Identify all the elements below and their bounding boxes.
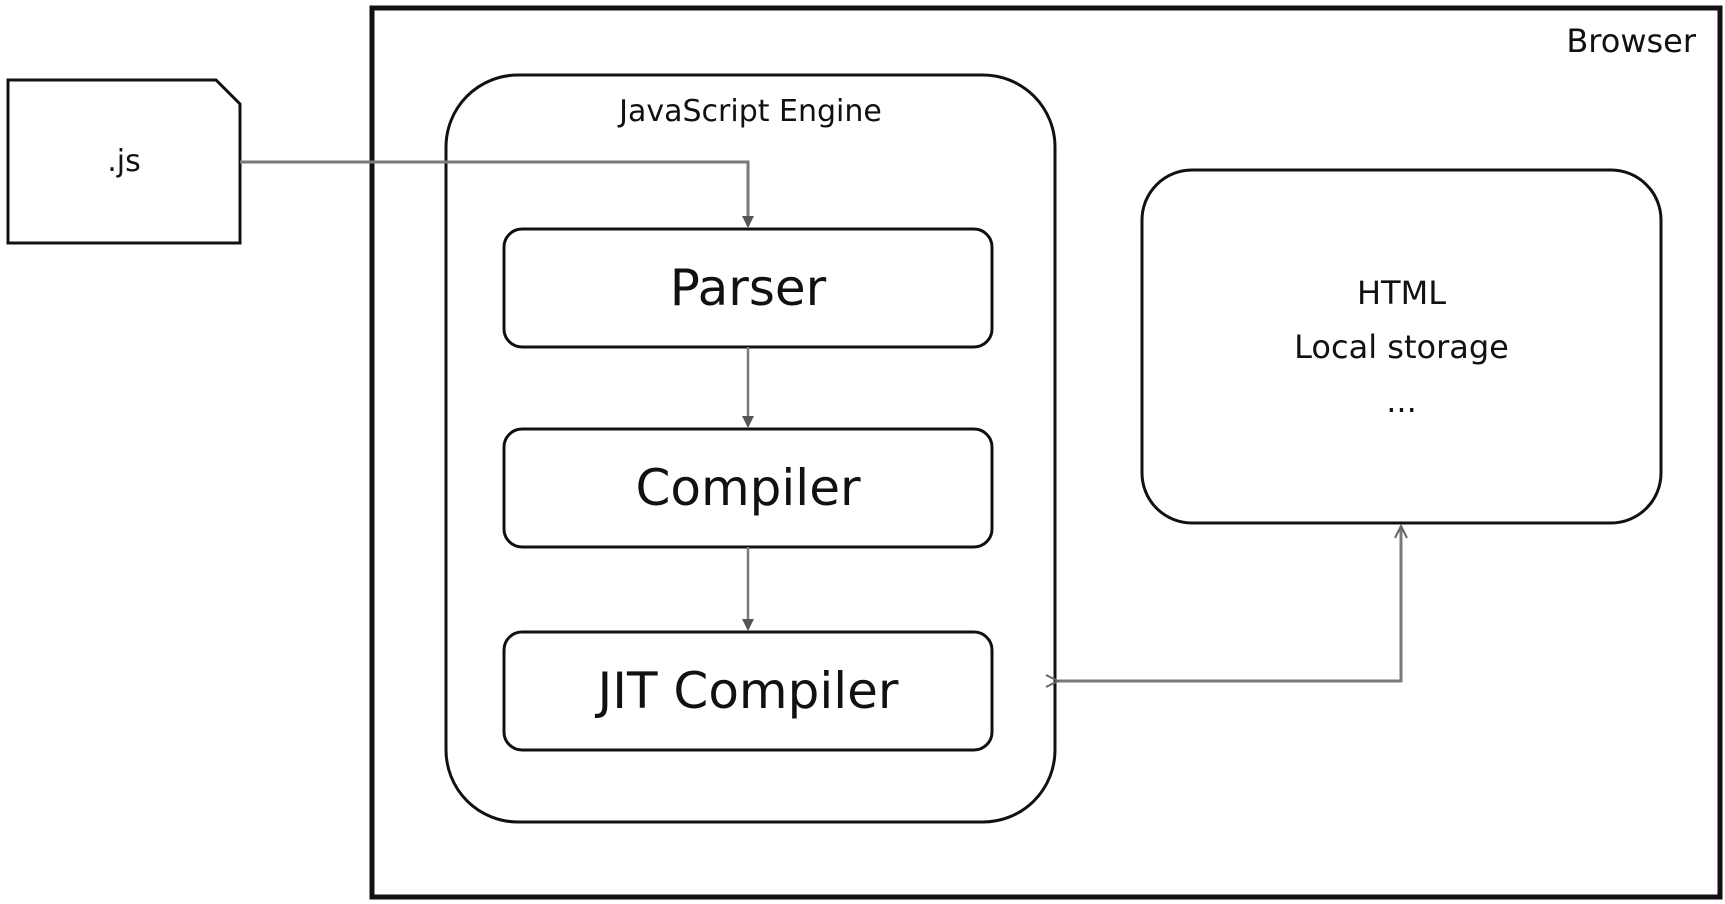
compiler-label: Compiler	[635, 459, 861, 517]
engine-browser-apis-link	[1058, 526, 1401, 681]
browser-frame	[369, 5, 1723, 900]
browser-label: Browser	[1566, 22, 1696, 60]
javascript-engine-container	[444, 73, 1057, 824]
parser-label: Parser	[669, 259, 827, 317]
local-storage-label: Local storage	[1294, 327, 1509, 366]
js-to-parser-arrow	[240, 160, 754, 228]
js-file-label: .js	[107, 144, 141, 179]
jit-compiler-box	[502, 630, 994, 752]
javascript-engine-label: JavaScript Engine	[619, 94, 882, 129]
more-apis-label: ...	[1386, 381, 1417, 420]
html-api-label: HTML	[1356, 273, 1447, 312]
browser-apis-box	[1140, 168, 1663, 525]
browser-apis-text: HTML Local storage ...	[1142, 170, 1661, 523]
jit-compiler-label: JIT Compiler	[597, 662, 899, 720]
js-file-shape	[6, 78, 242, 245]
